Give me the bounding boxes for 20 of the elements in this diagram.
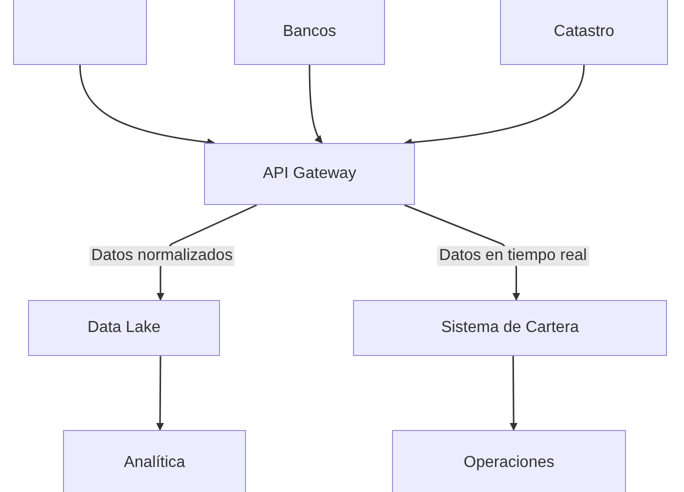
- node-label: Data Lake: [88, 319, 160, 337]
- edge-label: Datos en tiempo real: [437, 246, 589, 266]
- node-label: Sistema de Cartera: [441, 319, 579, 337]
- process-box: [353, 300, 667, 356]
- process-box: [204, 143, 415, 205]
- arrow: [308, 65, 323, 144]
- node-label: Analítica: [124, 454, 186, 472]
- process-box: [28, 300, 220, 356]
- arrow: [510, 356, 518, 431]
- node-label: Operaciones: [464, 454, 554, 472]
- arrow: [156, 356, 164, 431]
- node-label: Catastro: [554, 22, 614, 40]
- process-box: [63, 430, 246, 492]
- process-box: [392, 430, 626, 492]
- process-box: [234, 0, 385, 65]
- empty-box: [13, 0, 147, 65]
- edge-label: Datos normalizados: [89, 246, 235, 266]
- process-box: [500, 0, 668, 65]
- node-label: Bancos: [282, 22, 336, 40]
- node-label: API Gateway: [262, 165, 356, 183]
